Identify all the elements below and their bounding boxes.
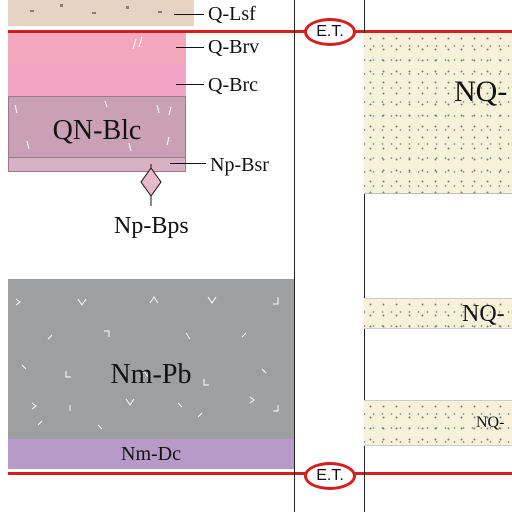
unit-nm-dc: Nm-Dc (8, 439, 294, 469)
unit-q-lsf (8, 0, 194, 26)
label-np-bsr: Np-Bsr (210, 154, 269, 176)
et-marker-bottom: E.T. (304, 462, 356, 490)
unit-qn-blc: QN-Blc (8, 96, 186, 158)
label-q-lsf: Q-Lsf (208, 3, 256, 25)
label-nq-lower: NQ- (476, 414, 505, 431)
label-nq-middle: NQ- (462, 301, 505, 327)
unit-q-brc (8, 64, 186, 96)
label-q-brc: Q-Brc (208, 74, 258, 96)
et-line-bottom (8, 472, 512, 475)
tick-np-bsr (170, 163, 206, 164)
label-np-bps: Np-Bps (114, 213, 189, 239)
label-nm-pb: Nm-Pb (110, 359, 192, 390)
unit-nq-middle: NQ- (364, 298, 512, 329)
label-nm-dc: Nm-Dc (121, 443, 181, 465)
unit-nq-upper: NQ- (364, 33, 512, 194)
unit-np-bsr (8, 158, 186, 172)
q-brv-texture (132, 36, 143, 50)
unit-nm-pb: Nm-Pb (8, 279, 294, 439)
nm-pb-texture (15, 296, 279, 430)
tick-q-lsf (174, 14, 204, 15)
unit-q-brv (8, 33, 186, 64)
label-qn-blc: QN-Blc (52, 115, 142, 146)
q-lsf-texture (30, 4, 162, 14)
qn-blc-texture (14, 100, 172, 152)
label-q-brv: Q-Brv (208, 36, 260, 58)
et-line-top (8, 30, 512, 33)
et-marker-top: E.T. (304, 18, 356, 46)
tick-q-brv (176, 47, 204, 48)
unit-nq-lower: NQ- (364, 400, 512, 446)
np-bps-diamond-icon (140, 164, 162, 206)
label-nq-upper: NQ- (454, 75, 508, 108)
tick-q-brc (176, 84, 204, 85)
separator-right (364, 0, 365, 512)
separator-left (294, 0, 295, 512)
